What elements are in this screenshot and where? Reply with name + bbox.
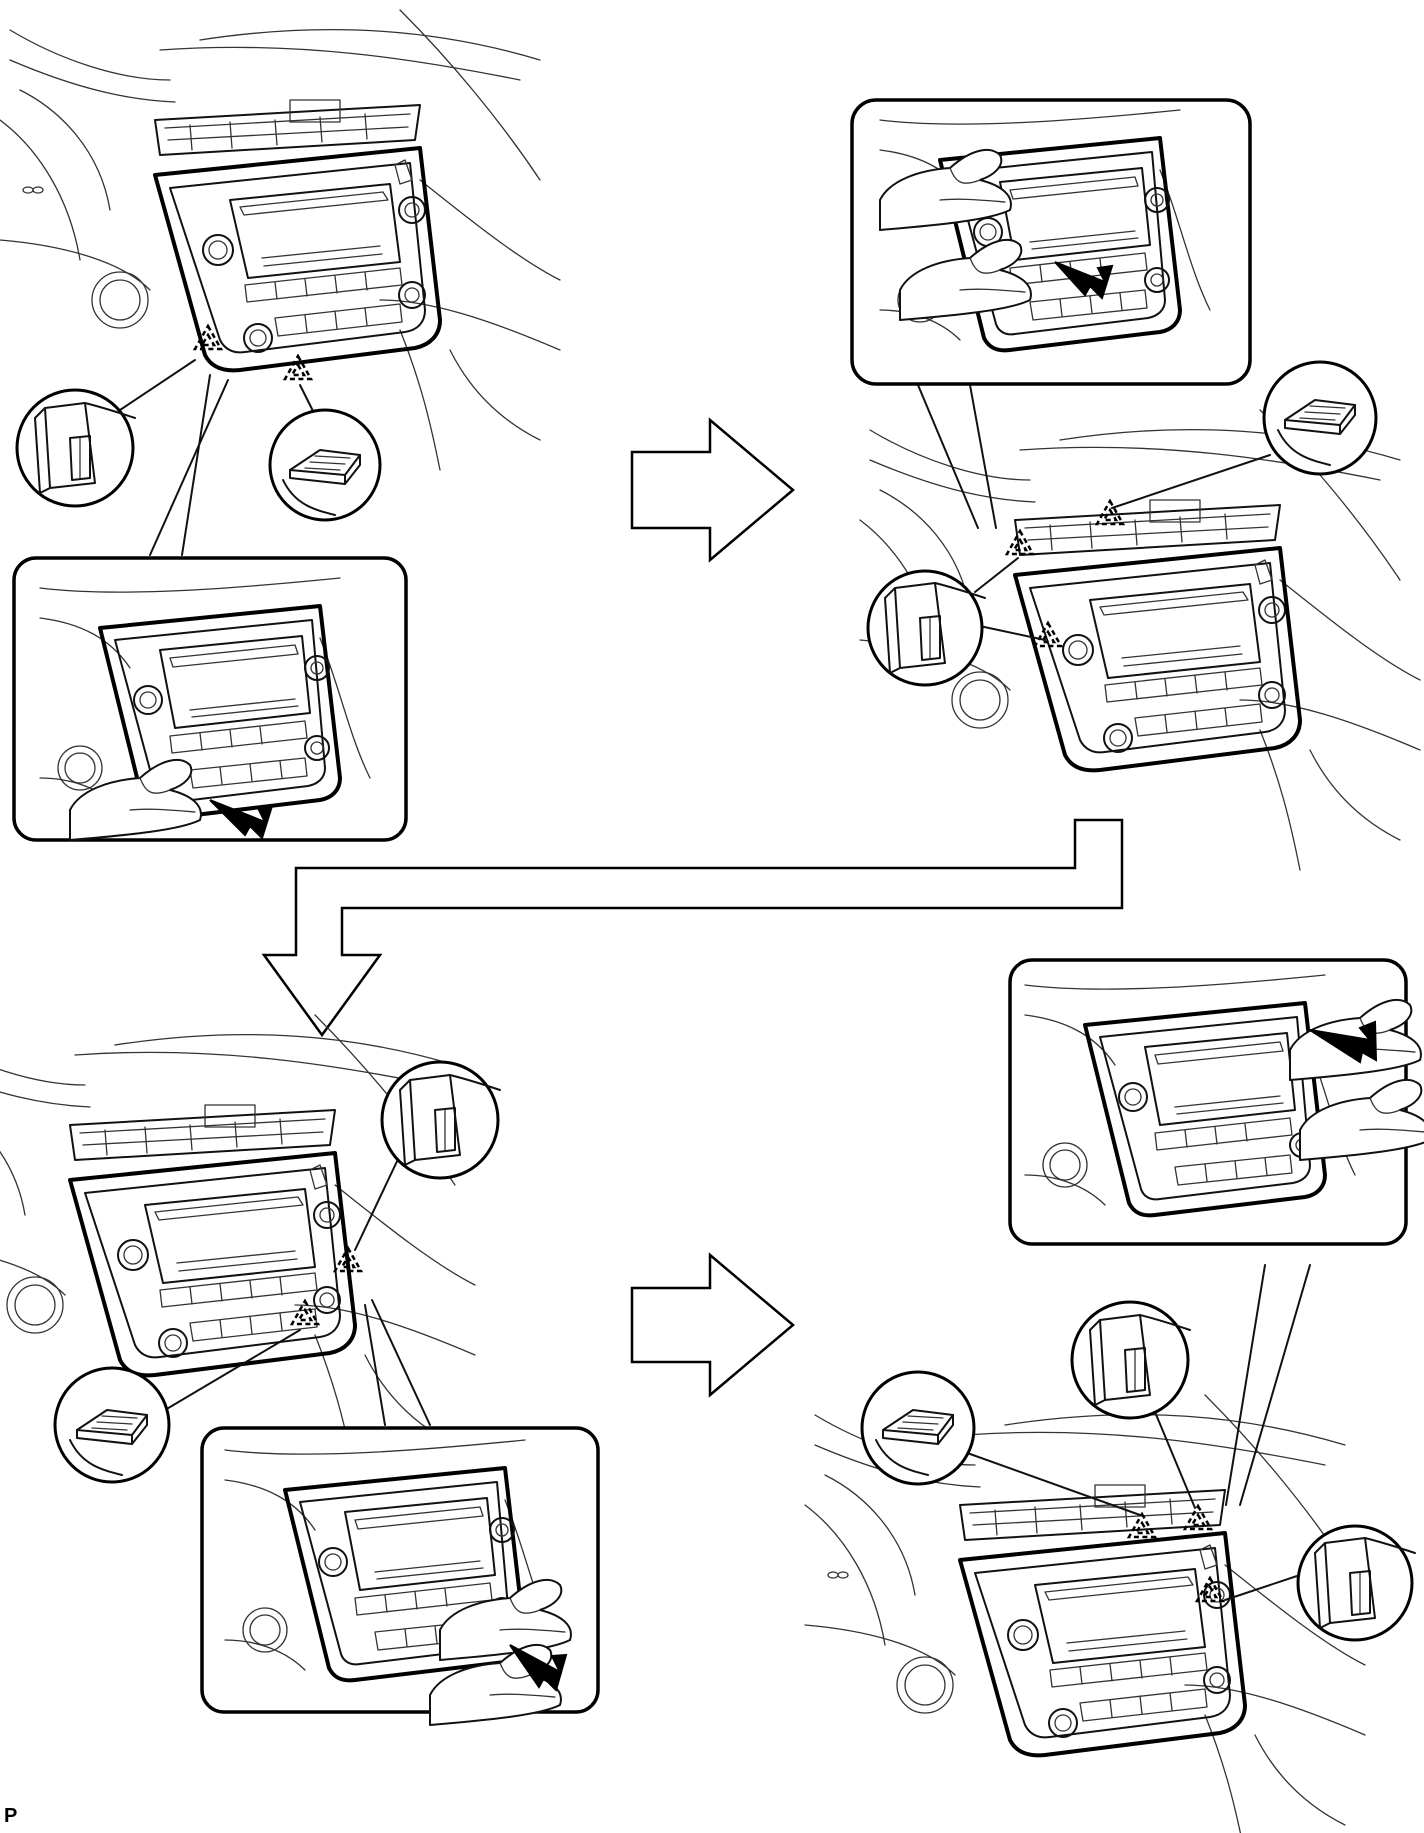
pull-direction-arrow <box>1309 1020 1378 1064</box>
leader-line <box>354 1154 401 1251</box>
leader-line <box>1225 1264 1266 1506</box>
clip-detail <box>1262 360 1378 476</box>
clip-location-triangle <box>1033 621 1063 648</box>
leader-line <box>974 557 1019 593</box>
leader-line <box>974 624 1046 641</box>
leader-line <box>1149 1399 1196 1509</box>
leader-line <box>181 374 211 556</box>
leader-line <box>944 1444 1141 1516</box>
leader-line <box>164 1329 301 1411</box>
claw-detail <box>866 569 986 687</box>
clip-location-triangle <box>1127 1512 1157 1539</box>
claw-detail <box>1296 1524 1416 1642</box>
clip-location-triangle <box>1005 529 1035 556</box>
process-flow-arrow <box>630 417 795 563</box>
process-flow-arrow <box>261 818 1124 1038</box>
process-flow-arrow <box>630 1252 795 1398</box>
clip-detail <box>860 1370 976 1486</box>
clip-location-triangle <box>1095 499 1125 526</box>
leader-line <box>1239 1264 1311 1506</box>
pull-direction-arrow <box>209 799 274 840</box>
step1-closeup-inset <box>12 556 408 842</box>
step2-closeup-inset <box>850 98 1252 386</box>
clip-location-triangle <box>283 354 313 381</box>
step4-closeup-inset <box>1008 958 1424 1246</box>
pull-direction-arrow <box>1054 261 1114 300</box>
pull-direction-arrow <box>509 1644 568 1692</box>
leader-line <box>364 1304 386 1426</box>
clip-detail <box>268 408 382 522</box>
leader-line <box>1224 1574 1301 1601</box>
leader-line <box>371 1299 431 1426</box>
claw-detail <box>380 1060 501 1180</box>
claw-detail <box>15 388 136 508</box>
claw-detail <box>1070 1300 1191 1420</box>
leader-line <box>917 384 979 529</box>
leader-line <box>119 359 196 411</box>
step3-closeup-inset <box>200 1426 600 1726</box>
leader-line <box>1111 454 1271 509</box>
clip-detail <box>53 1366 171 1484</box>
image-code-label: P <box>4 1805 18 1827</box>
leader-line <box>149 379 229 556</box>
leader-line <box>969 384 997 529</box>
